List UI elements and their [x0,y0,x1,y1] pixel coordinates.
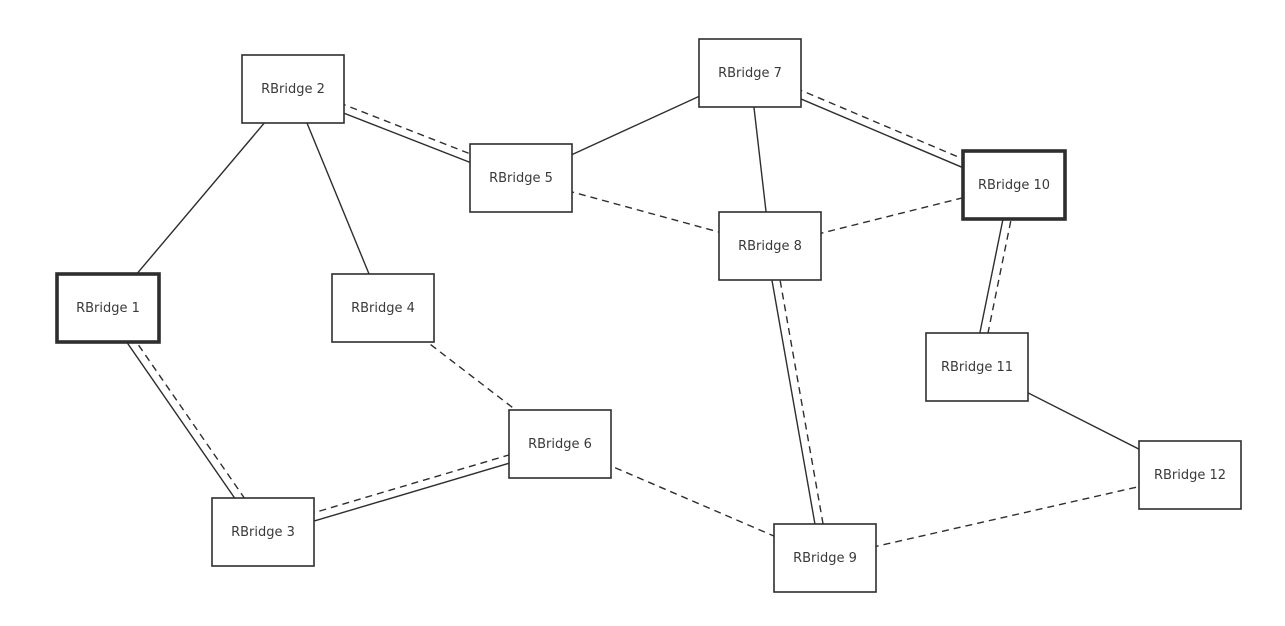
node-label-rbridge-8: RBridge 8 [738,239,802,254]
node-label-rbridge-2: RBridge 2 [261,82,325,97]
node-label-rbridge-1: RBridge 1 [76,301,140,316]
edge-rb9-rb12 [824,474,1191,559]
node-label-rbridge-11: RBridge 11 [941,360,1013,375]
node-rbridge-6[interactable]: RBridge 6 [508,409,612,479]
node-box-rbridge-9[interactable] [773,523,877,593]
node-label-rbridge-10: RBridge 10 [978,178,1050,193]
node-label-rbridge-4: RBridge 4 [351,301,415,316]
node-box-rbridge-6[interactable] [508,409,612,479]
node-box-rbridge-2[interactable] [241,54,345,124]
edge-rb1-rb3-solid [104,309,261,535]
node-rbridge-1[interactable]: RBridge 1 [55,272,161,344]
node-label-rbridge-7: RBridge 7 [718,66,782,81]
node-label-rbridge-6: RBridge 6 [528,437,592,452]
node-box-rbridge-5[interactable] [469,143,573,213]
node-rbridge-8[interactable]: RBridge 8 [718,211,822,281]
node-label-rbridge-12: RBridge 12 [1154,468,1226,483]
node-rbridge-5[interactable]: RBridge 5 [469,143,573,213]
node-rbridge-4[interactable]: RBridge 4 [331,273,435,343]
node-box-rbridge-10[interactable] [961,149,1067,221]
node-rbridge-9[interactable]: RBridge 9 [773,523,877,593]
node-box-rbridge-8[interactable] [718,211,822,281]
edge-rb8-rb9-solid [765,246,822,559]
node-box-rbridge-1[interactable] [55,272,161,344]
node-box-rbridge-4[interactable] [331,273,435,343]
node-box-rbridge-11[interactable] [925,332,1029,402]
node-box-rbridge-12[interactable] [1138,440,1242,510]
edge-rb1-rb2 [107,88,294,309]
node-box-rbridge-7[interactable] [698,38,802,108]
node-rbridge-12[interactable]: RBridge 12 [1138,440,1242,510]
node-label-rbridge-3: RBridge 3 [231,525,295,540]
node-rbridge-7[interactable]: RBridge 7 [698,38,802,108]
node-rbridge-11[interactable]: RBridge 11 [925,332,1029,402]
node-label-rbridge-5: RBridge 5 [489,171,553,186]
node-rbridge-2[interactable]: RBridge 2 [241,54,345,124]
node-box-rbridge-3[interactable] [211,497,315,567]
node-rbridge-3[interactable]: RBridge 3 [211,497,315,567]
edge-rb8-rb9-dashed [773,245,830,558]
edge-rb1-rb3-dashed [110,305,267,531]
node-label-rbridge-9: RBridge 9 [793,551,857,566]
node-rbridge-10[interactable]: RBridge 10 [961,149,1067,221]
edge-rb2-rb4 [292,88,384,309]
